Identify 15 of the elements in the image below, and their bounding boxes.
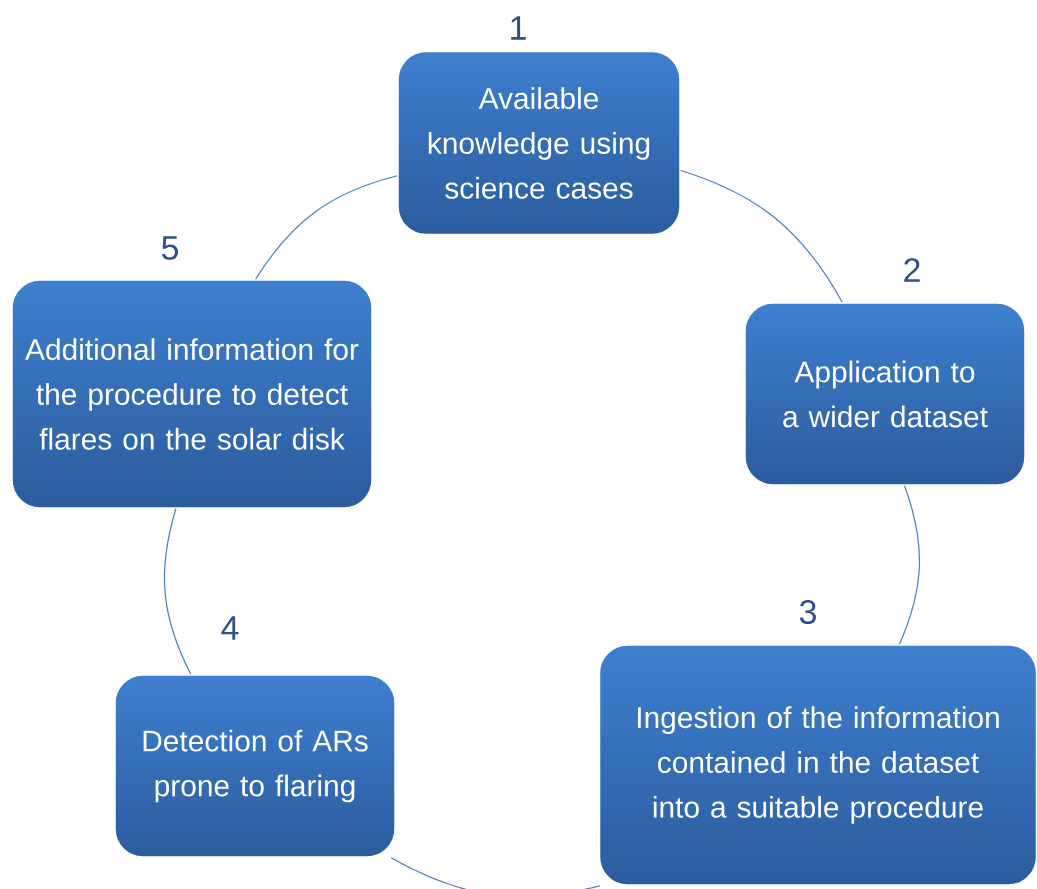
connector-arc [898,485,920,645]
step-number: 3 [799,600,816,624]
process-box: Additional information for the procedure to detect flares on the solar disk [11,279,373,509]
step-number: 1 [511,16,526,40]
connector-arc [390,857,601,889]
process-box: Ingestion of the information contained in the dataset into a suitable procedure [598,644,1037,886]
process-box: Application to a wider dataset [744,302,1026,486]
connector-arc [680,169,843,303]
connector-arc [255,175,398,280]
step-number: 4 [221,616,239,640]
process-box: Available knowledge using science cases [397,50,681,236]
step-number: 2 [904,258,920,282]
connector-arc [163,508,192,675]
process-box: Detection of ARs prone to flaring [114,674,396,858]
step-number: 5 [161,236,178,260]
